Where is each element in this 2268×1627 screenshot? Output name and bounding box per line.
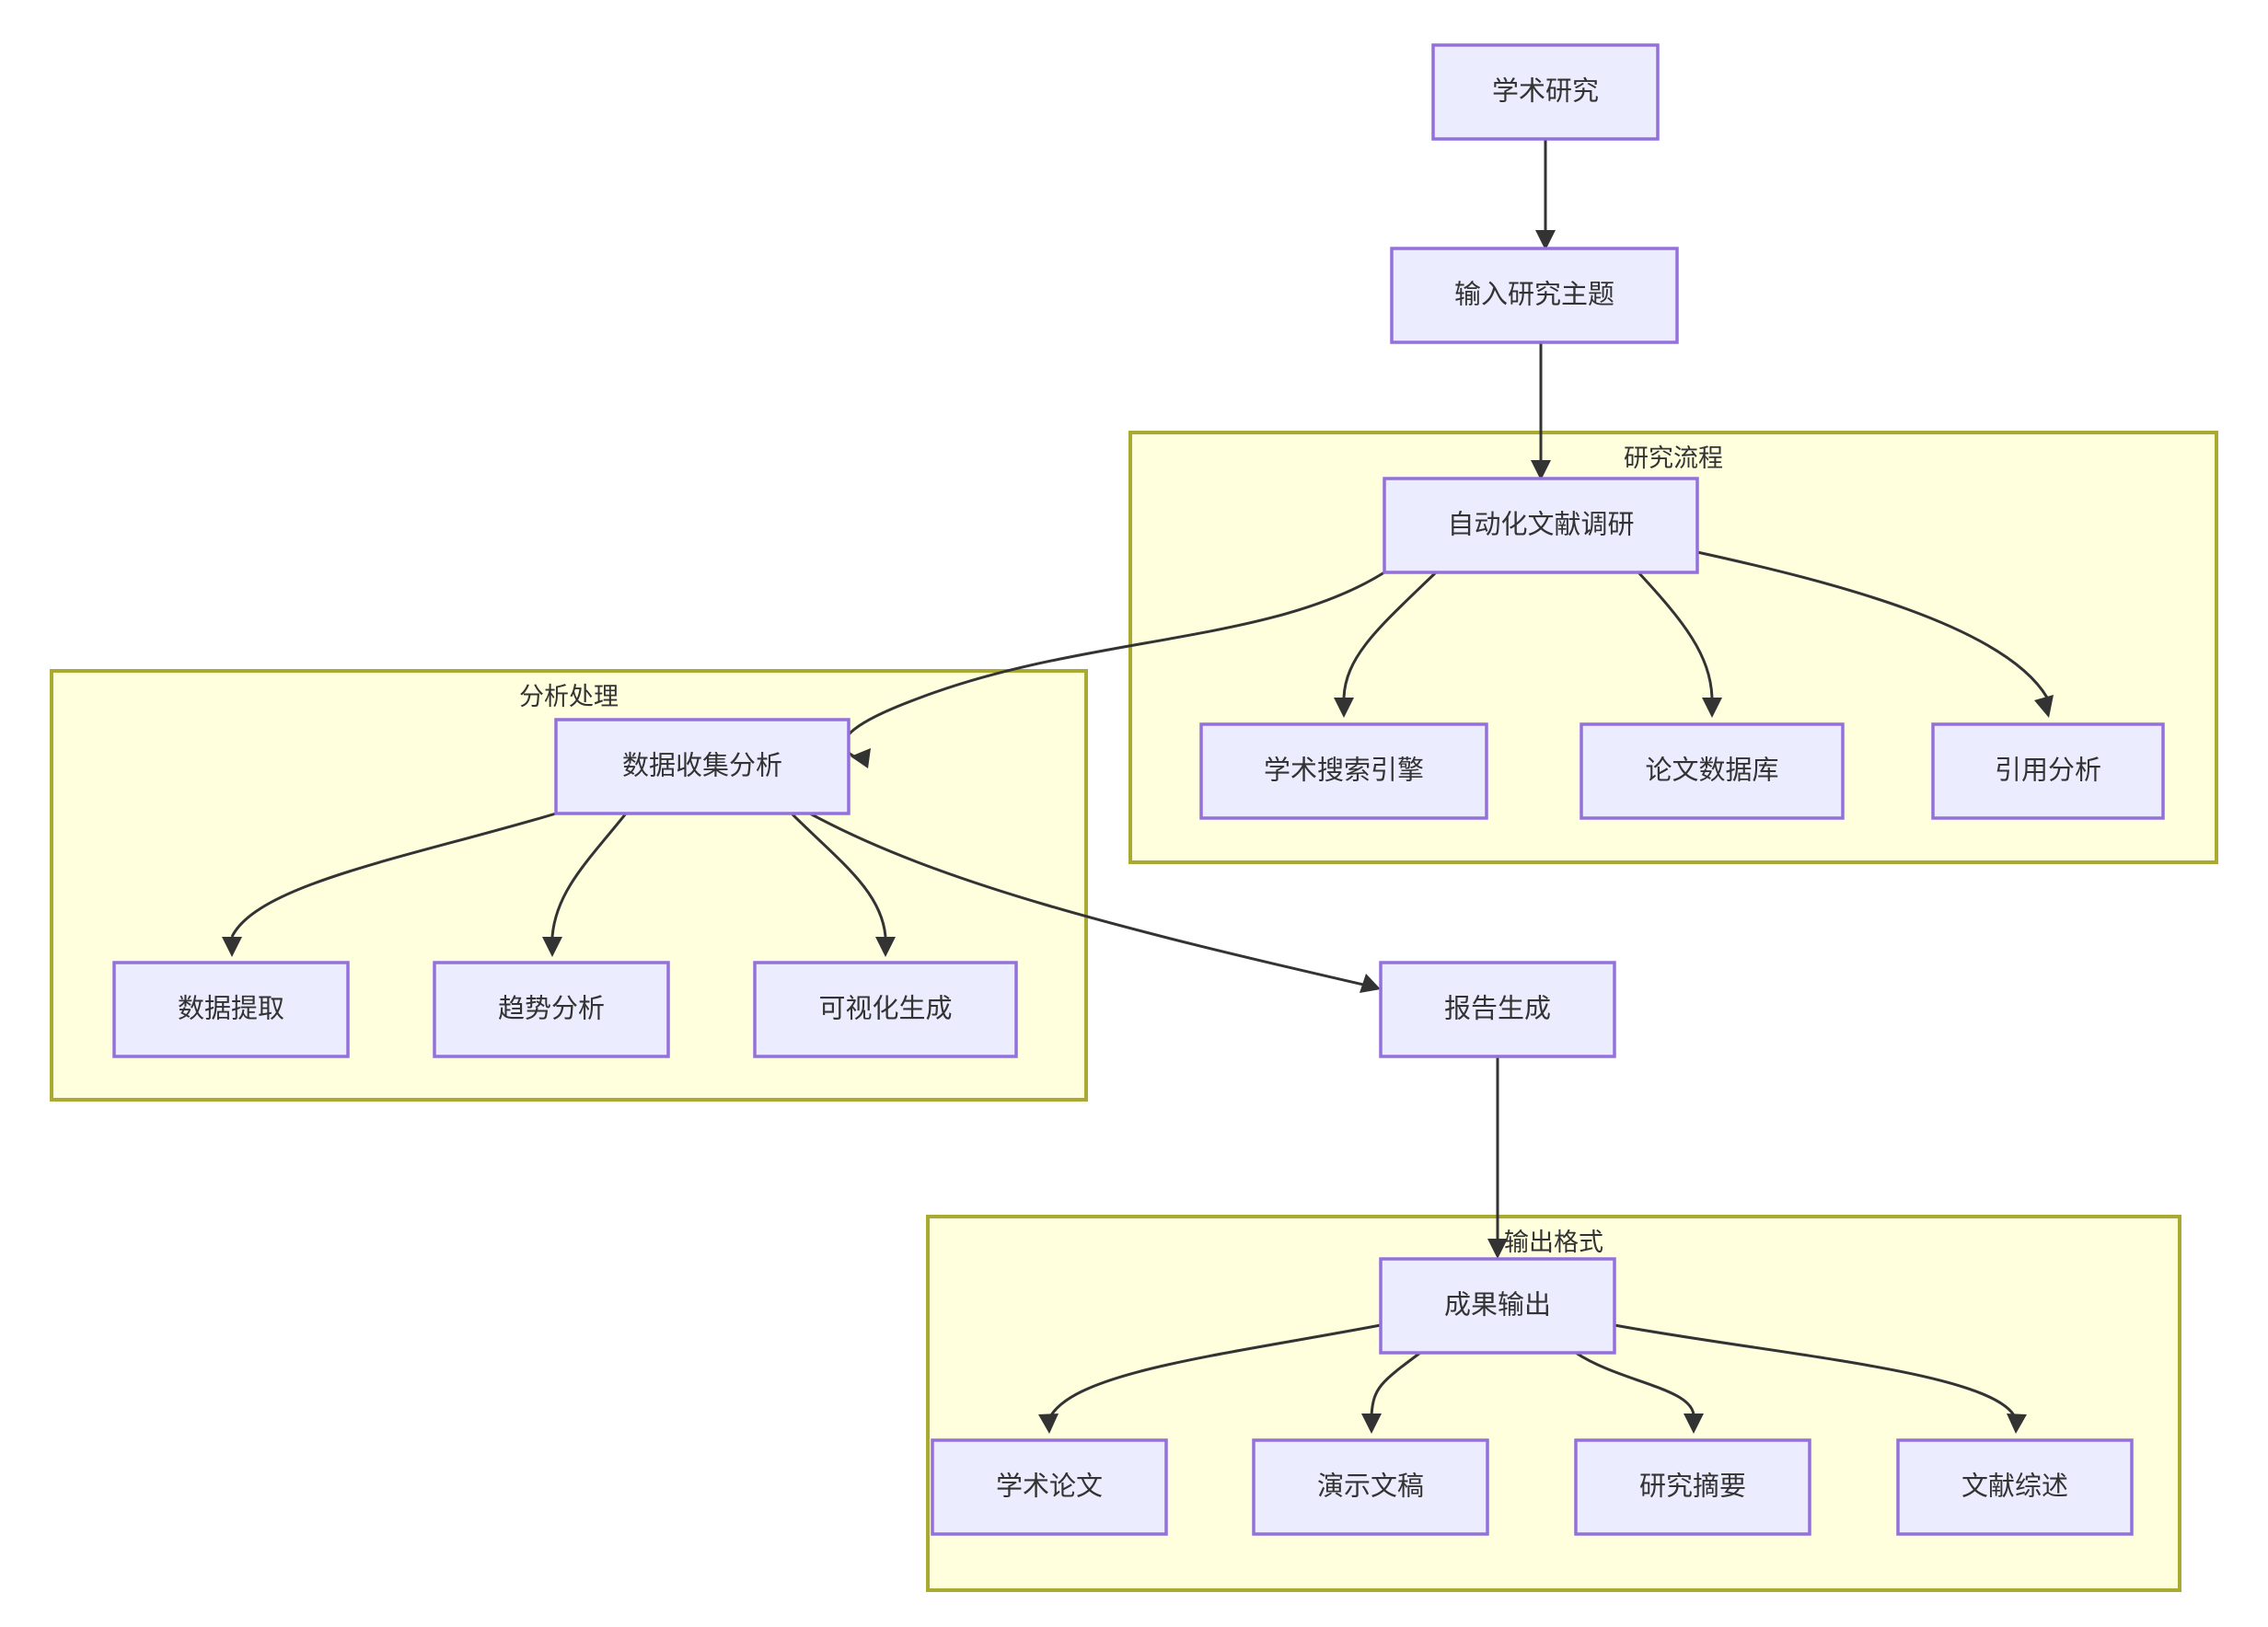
node-box[interactable]	[112, 961, 350, 1058]
arrow-head-icon	[850, 748, 871, 768]
edge-n_data_collection-to-n_visualization	[790, 812, 896, 957]
edges-layer	[222, 139, 2054, 1434]
edge-n_input_topic-to-n_auto_literature	[1531, 342, 1551, 480]
node-box[interactable]	[1896, 1438, 2134, 1536]
edge-n_result_output-to-n_presentation	[1361, 1351, 1421, 1434]
node-label: 研究摘要	[1639, 1471, 1746, 1502]
cluster-label: 分析处理	[519, 683, 619, 710]
edge-n_result_output-to-n_literature_review	[1614, 1323, 2027, 1434]
arrow-head-icon	[1334, 698, 1354, 718]
edge-n_auto_literature-to-n_data_collection	[843, 571, 1385, 768]
node-n_data_collection[interactable]: 数据收集分析	[554, 718, 850, 815]
node-box[interactable]	[1431, 43, 1660, 141]
node-label: 引用分析	[1995, 756, 2101, 786]
edge-n_result_output-to-n_academic_paper	[1038, 1323, 1382, 1434]
edge-line	[1614, 1323, 2016, 1416]
node-box[interactable]	[554, 718, 850, 815]
arrow-head-icon	[1531, 460, 1551, 480]
edge-line	[550, 813, 628, 938]
edge-n_auto_literature-to-n_paper_database	[1637, 571, 1722, 718]
cluster-label: 研究流程	[1624, 444, 1723, 472]
node-label: 报告生成	[1444, 994, 1551, 1024]
edge-line	[1575, 1351, 1695, 1416]
node-label: 输入研究主题	[1454, 280, 1614, 310]
arrow-head-icon	[875, 937, 896, 957]
node-box[interactable]	[1252, 1438, 1489, 1536]
arrow-head-icon	[222, 937, 242, 957]
node-label: 数据收集分析	[622, 751, 782, 781]
node-box[interactable]	[1383, 477, 1699, 574]
node-box[interactable]	[1931, 722, 2165, 820]
node-n_presentation[interactable]: 演示文稿	[1252, 1438, 1489, 1536]
arrow-head-icon	[1361, 1414, 1382, 1434]
arrow-head-icon	[1684, 1414, 1704, 1434]
node-n_input_topic[interactable]: 输入研究主题	[1390, 247, 1679, 344]
node-box[interactable]	[1574, 1438, 1811, 1536]
edge-line	[1342, 571, 1438, 698]
edge-n_data_collection-to-n_report_generation	[809, 812, 1381, 993]
arrow-head-icon	[2034, 695, 2054, 718]
arrow-head-icon	[1535, 230, 1556, 250]
node-box[interactable]	[1390, 247, 1679, 344]
arrow-head-icon	[1360, 974, 1381, 993]
node-box[interactable]	[1379, 961, 1616, 1058]
edge-line	[230, 812, 557, 938]
edge-line	[1049, 1323, 1382, 1416]
node-box[interactable]	[1199, 722, 1488, 820]
node-n_literature_review[interactable]: 文献综述	[1896, 1438, 2134, 1536]
node-n_academic_paper[interactable]: 学术论文	[931, 1438, 1168, 1536]
arrow-head-icon	[1487, 1239, 1508, 1259]
node-label: 学术搜索引擎	[1264, 756, 1424, 786]
edge-n_report_generation-to-n_result_output	[1487, 1056, 1508, 1259]
edge-line	[1637, 571, 1714, 698]
node-label: 学术论文	[996, 1471, 1103, 1502]
arrow-head-icon	[1702, 698, 1722, 718]
node-label: 论文数据库	[1645, 756, 1778, 786]
edge-n_auto_literature-to-n_search_engine	[1334, 571, 1438, 718]
edge-line	[790, 812, 887, 938]
node-box[interactable]	[931, 1438, 1168, 1536]
node-n_search_engine[interactable]: 学术搜索引擎	[1199, 722, 1488, 820]
edge-n_academic_research-to-n_input_topic	[1535, 139, 1556, 250]
edge-line	[843, 571, 1385, 761]
arrow-head-icon	[1038, 1414, 1059, 1434]
node-label: 学术研究	[1492, 76, 1599, 107]
node-box[interactable]	[753, 961, 1018, 1058]
node-label: 文献综述	[1961, 1471, 2068, 1502]
edge-n_data_collection-to-n_data_extraction	[222, 812, 557, 957]
node-label: 可视化生成	[818, 994, 952, 1024]
cluster-label: 输出格式	[1504, 1229, 1603, 1256]
arrow-head-icon	[542, 937, 562, 957]
node-label: 自动化文献调研	[1447, 510, 1634, 540]
node-n_report_generation[interactable]: 报告生成	[1379, 961, 1616, 1058]
edge-n_auto_literature-to-n_citation_analysis	[1696, 550, 2054, 718]
edge-line	[809, 812, 1372, 988]
node-n_result_output[interactable]: 成果输出	[1379, 1257, 1616, 1355]
edge-line	[1370, 1351, 1421, 1416]
node-box[interactable]	[1379, 1257, 1616, 1355]
node-label: 数据提取	[178, 994, 284, 1024]
node-label: 演示文稿	[1317, 1471, 1424, 1502]
node-n_auto_literature[interactable]: 自动化文献调研	[1383, 477, 1699, 574]
node-n_data_extraction[interactable]: 数据提取	[112, 961, 350, 1058]
node-label: 趋势分析	[498, 994, 605, 1024]
node-n_paper_database[interactable]: 论文数据库	[1580, 722, 1845, 820]
edge-line	[1696, 550, 2049, 698]
node-label: 成果输出	[1444, 1290, 1551, 1321]
node-box[interactable]	[1580, 722, 1845, 820]
node-n_trend_analysis[interactable]: 趋势分析	[433, 961, 670, 1058]
edge-n_result_output-to-n_research_abstract	[1575, 1351, 1704, 1434]
arrow-head-icon	[2007, 1414, 2027, 1434]
node-n_visualization[interactable]: 可视化生成	[753, 961, 1018, 1058]
node-n_academic_research[interactable]: 学术研究	[1431, 43, 1660, 141]
node-n_research_abstract[interactable]: 研究摘要	[1574, 1438, 1811, 1536]
node-box[interactable]	[433, 961, 670, 1058]
node-n_citation_analysis[interactable]: 引用分析	[1931, 722, 2165, 820]
edge-n_data_collection-to-n_trend_analysis	[542, 813, 628, 957]
